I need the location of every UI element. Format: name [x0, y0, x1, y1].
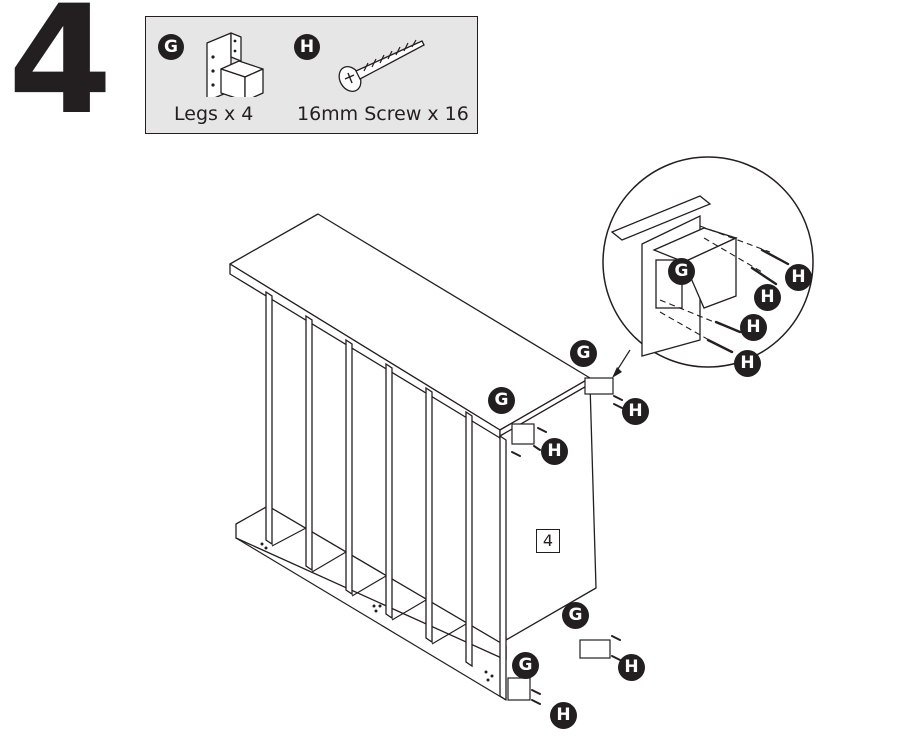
- part-g-label: Legs x 4: [174, 103, 254, 125]
- screw-h-callout: H: [622, 398, 649, 425]
- parts-list: G Legs x 4 H 16mm Screw x 16: [145, 16, 478, 134]
- screw-icon: [338, 39, 425, 92]
- leg-g-callout: G: [488, 387, 515, 414]
- part-g-badge: G: [158, 34, 184, 60]
- detail-h-callout: H: [734, 350, 761, 377]
- detail-h-callout: H: [785, 264, 812, 291]
- detail-h-callout: H: [740, 314, 767, 341]
- screw-h-callout: H: [618, 654, 645, 681]
- leg-g-callout: G: [562, 602, 589, 629]
- part-h-badge: H: [294, 34, 320, 60]
- panel-number-label: 4: [536, 529, 560, 553]
- detail-g-callout: G: [668, 258, 695, 285]
- step-number: 4: [8, 0, 112, 148]
- part-h-label: 16mm Screw x 16: [297, 103, 469, 125]
- screw-h-callout: H: [541, 438, 568, 465]
- screw-h-callout: H: [550, 702, 577, 729]
- detail-h-callout: H: [754, 284, 781, 311]
- leg-g-callout: G: [512, 652, 539, 679]
- leg-g-callout: G: [570, 340, 597, 367]
- leg-bracket-icon: [206, 32, 264, 97]
